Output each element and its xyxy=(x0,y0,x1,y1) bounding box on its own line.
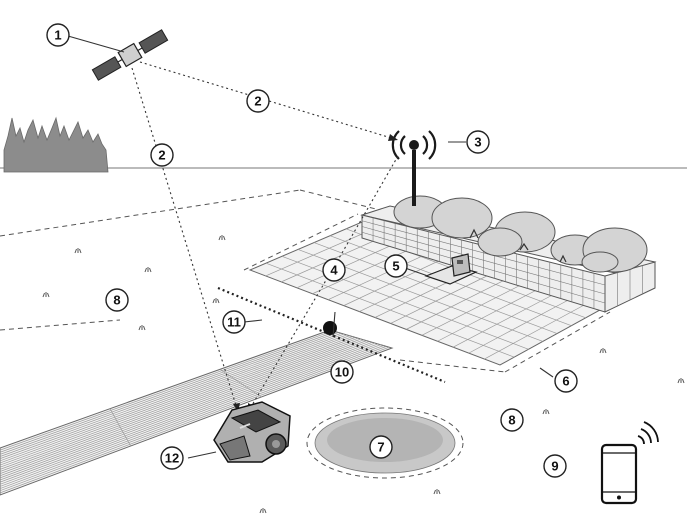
callout-robotic-mower: 12 xyxy=(160,446,184,470)
leader-lines xyxy=(67,35,554,459)
callout-boundary-marker: 10 xyxy=(330,360,354,384)
stone-path xyxy=(0,329,394,496)
callout-flowerbed: 7 xyxy=(369,435,393,459)
callout-label: 4 xyxy=(330,263,338,278)
callout-label: 8 xyxy=(113,293,120,308)
callout-charging-station: 5 xyxy=(384,254,408,278)
patio-boundary xyxy=(243,213,611,373)
callout-label: 8 xyxy=(508,413,515,428)
callout-work-area-left: 8 xyxy=(105,288,129,312)
forest-icon xyxy=(3,116,109,173)
callout-satellite-signal-a: 2 xyxy=(246,89,270,113)
grass-tufts xyxy=(42,235,685,514)
arrowhead xyxy=(388,134,398,141)
callout-label: 9 xyxy=(551,459,558,474)
hedge-icon xyxy=(393,195,648,273)
callout-label: 1 xyxy=(54,28,61,43)
callout-label: 10 xyxy=(335,365,349,380)
guide-wire xyxy=(217,286,446,384)
callouts: 1 2 2 3 4 5 6 7 xyxy=(46,23,578,478)
callout-label: 5 xyxy=(392,259,399,274)
callout-smartphone: 9 xyxy=(543,454,567,478)
callout-label: 11 xyxy=(227,315,241,330)
robotic-mower-icon xyxy=(213,401,291,463)
callout-satellite: 1 xyxy=(46,23,70,47)
callout-label: 3 xyxy=(474,135,481,150)
callout-satellite-signal-b: 2 xyxy=(150,143,174,167)
callout-label: 6 xyxy=(562,374,569,389)
callout-label: 2 xyxy=(254,94,261,109)
smartphone-icon xyxy=(600,421,659,505)
callout-label: 2 xyxy=(158,148,165,163)
callout-antenna-signal: 4 xyxy=(322,258,346,282)
work-area-boundary xyxy=(0,189,389,331)
callout-label: 7 xyxy=(377,440,384,455)
satellite-icon xyxy=(91,29,169,81)
charging-station-icon xyxy=(424,253,478,285)
boundary-marker-icon xyxy=(323,321,337,335)
callout-label: 12 xyxy=(165,451,179,466)
callout-boundary: 6 xyxy=(554,369,578,393)
callout-work-area-right: 8 xyxy=(500,408,524,432)
callout-reference-antenna: 3 xyxy=(466,130,490,154)
patio-boundary-front xyxy=(399,359,506,373)
callout-guide-wire: 11 xyxy=(222,310,246,334)
